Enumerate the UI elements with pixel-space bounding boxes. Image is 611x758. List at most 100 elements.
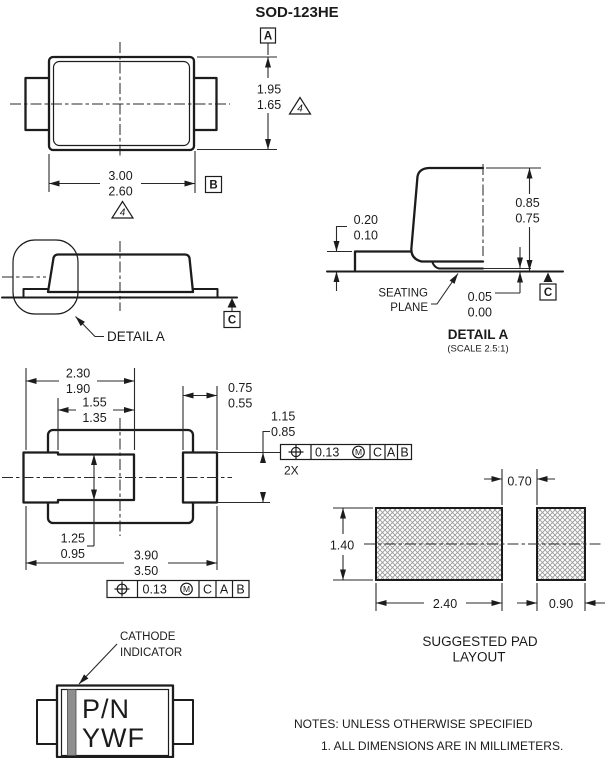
dim-top-height: 1.95 1.65 4 bbox=[197, 56, 312, 151]
rev-triangle-icon bbox=[288, 96, 312, 115]
fcf-datum1: C bbox=[373, 446, 382, 460]
dim-lead-thickness: 0.20 0.10 bbox=[327, 213, 378, 291]
dim-lead-width: 0.75 0.55 bbox=[182, 381, 252, 450]
pad-layout-caption-line2: LAYOUT bbox=[452, 650, 505, 665]
fcf-datum2: A bbox=[387, 446, 396, 460]
fcf-datum3: B bbox=[400, 446, 408, 460]
datum-c-label: C bbox=[544, 287, 552, 299]
detail-lead-foot bbox=[431, 261, 484, 270]
datum-a: A bbox=[259, 27, 277, 55]
top-view: A 1.95 1.65 4 3.00 2.60 B 4 bbox=[10, 27, 312, 219]
cathode-leader bbox=[78, 643, 118, 685]
dim-pad-height-min: 0.95 bbox=[61, 547, 85, 561]
mmc-modifier-icon bbox=[352, 445, 365, 459]
position-symbol-icon bbox=[288, 444, 304, 460]
datum-a-label: A bbox=[264, 31, 272, 43]
side-view: C DETAIL A bbox=[1, 239, 241, 344]
top-view-left-lead bbox=[24, 76, 51, 132]
dim-standoff-min: 0.00 bbox=[468, 306, 492, 320]
dim-pad-inner-min: 1.35 bbox=[82, 411, 106, 425]
notes-header: NOTES: UNLESS OTHERWISE SPECIFIED bbox=[294, 717, 533, 731]
top-view-right-lead bbox=[192, 76, 218, 132]
dim-body-height-max: 0.85 bbox=[515, 196, 539, 210]
dim-top-height-max: 1.95 bbox=[257, 83, 281, 97]
datum-b bbox=[204, 175, 223, 194]
dim-pad-span-min: 1.90 bbox=[66, 382, 90, 396]
fcf-tolerance: 0.13 bbox=[315, 446, 339, 460]
dim-pad-layout-height: 1.40 bbox=[330, 507, 373, 581]
fcf-datum3: B bbox=[236, 583, 244, 597]
datum-b-label: B bbox=[209, 180, 217, 192]
rev-triangle-number: 4 bbox=[297, 104, 303, 115]
marking-text-line2: YWF bbox=[82, 723, 145, 753]
dim-standoff: 0.05 0.00 bbox=[468, 247, 523, 320]
dim-pad-layout-height-value: 1.40 bbox=[330, 539, 354, 553]
rev-triangle-number: 4 bbox=[120, 208, 126, 219]
dim-pad-gap-value: 0.70 bbox=[507, 475, 531, 489]
fcf-datum2: A bbox=[220, 583, 229, 597]
detail-a-leader bbox=[75, 316, 104, 338]
dim-body-height-min: 0.75 bbox=[515, 212, 539, 226]
dim-pad-height-max: 1.25 bbox=[61, 532, 85, 546]
dim-pad-span-max: 2.30 bbox=[66, 367, 90, 381]
position-symbol-icon bbox=[114, 581, 130, 597]
dim-pad-inner-max: 1.55 bbox=[82, 396, 106, 410]
datum-c-label: C bbox=[228, 315, 236, 327]
marking-text-line1: P/N bbox=[82, 694, 130, 724]
dim-left-pad-width: 2.40 bbox=[375, 583, 503, 611]
dim-overall-width-max: 3.90 bbox=[134, 549, 158, 563]
dim-lead-length-min: 0.85 bbox=[271, 425, 295, 439]
dim-pad-height: 1.25 0.95 bbox=[61, 454, 97, 561]
fcf-datum1: C bbox=[203, 583, 212, 597]
dim-left-pad-width-value: 2.40 bbox=[433, 597, 457, 611]
dim-top-height-min: 1.65 bbox=[257, 98, 281, 112]
fcf-qty-note: 2X bbox=[284, 464, 299, 478]
side-view-body bbox=[46, 253, 195, 294]
feature-control-frame-right: 0.13 M C A B 2X bbox=[279, 443, 413, 478]
detail-body bbox=[410, 166, 485, 263]
dim-lead-width-min: 0.55 bbox=[228, 397, 252, 411]
dim-lead-length: 1.15 0.85 bbox=[217, 410, 295, 504]
detail-lead bbox=[353, 250, 412, 272]
pad-layout: 1.40 0.70 2.40 0.90 SUGGESTED PAD LAYOUT bbox=[330, 469, 605, 665]
dim-right-pad-width-value: 0.90 bbox=[549, 597, 573, 611]
seating-plane-callout: SEATING PLANE bbox=[378, 273, 459, 314]
detail-a-scale: (SCALE 2.5:1) bbox=[447, 344, 508, 355]
marking-view: CATHODE INDICATOR P/N YWF bbox=[36, 631, 194, 758]
dim-top-width-max: 3.00 bbox=[108, 169, 132, 183]
detail-a-view: 0.20 0.10 0.85 0.75 0.05 0.00 SEATING PL… bbox=[326, 164, 564, 355]
dim-top-width-min: 2.60 bbox=[108, 185, 132, 199]
dim-lead-thickness-min: 0.10 bbox=[354, 229, 378, 243]
dim-lead-width-max: 0.75 bbox=[228, 381, 252, 395]
cathode-callout-line1: CATHODE bbox=[120, 631, 176, 643]
marking-body-outline bbox=[55, 684, 175, 758]
seating-plane-line2: PLANE bbox=[390, 302, 428, 314]
dim-right-pad-width: 0.90 bbox=[517, 583, 605, 611]
dim-lead-thickness-max: 0.20 bbox=[354, 213, 378, 227]
datum-c-detail: C bbox=[539, 272, 557, 301]
dim-pad-inner: 1.55 1.35 bbox=[57, 396, 135, 450]
detail-a-callout-label: DETAIL A bbox=[107, 329, 165, 344]
dim-lead-length-max: 1.15 bbox=[271, 410, 295, 424]
note-1: 1. ALL DIMENSIONS ARE IN MILLIMETERS. bbox=[321, 739, 563, 753]
dim-overall-width: 3.90 3.50 bbox=[25, 506, 218, 578]
feature-control-frame-bottom: 0.13 M C A B bbox=[106, 579, 250, 599]
dim-body-height: 0.85 0.75 bbox=[486, 167, 541, 271]
cathode-band bbox=[67, 689, 77, 756]
cathode-callout-line2: INDICATOR bbox=[120, 647, 182, 659]
pad-layout-caption-line1: SUGGESTED PAD bbox=[422, 634, 538, 649]
side-view-leads bbox=[22, 288, 219, 298]
detail-a-title: DETAIL A bbox=[448, 327, 509, 342]
fcf-modifier: M bbox=[355, 447, 362, 457]
mmc-modifier-icon bbox=[180, 582, 193, 596]
datum-c-side: C bbox=[223, 298, 241, 329]
dim-pad-gap: 0.70 bbox=[484, 469, 555, 505]
marking-leads bbox=[36, 699, 194, 745]
rev-triangle-icon bbox=[110, 200, 135, 219]
notes: NOTES: UNLESS OTHERWISE SPECIFIED 1. ALL… bbox=[294, 717, 563, 753]
dim-pad-span: 2.30 1.90 bbox=[25, 367, 136, 450]
marking-body-inner-line bbox=[60, 688, 170, 757]
top-view-body-inner-line bbox=[52, 60, 191, 147]
